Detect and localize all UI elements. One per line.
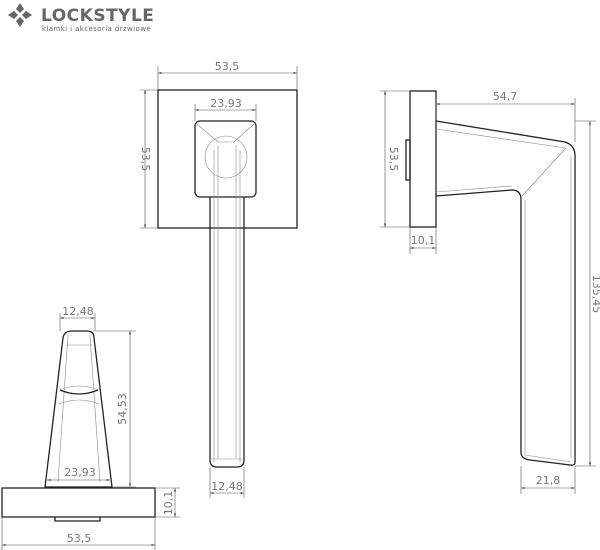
side-tip-width-label: 21,8 xyxy=(536,474,561,487)
top-height-label: 54,53 xyxy=(116,393,129,425)
front-view: 53,5 53,5 23,93 12,48 xyxy=(139,60,298,498)
top-base-width-label: 23,93 xyxy=(64,466,96,479)
side-view: 54,7 53,5 10,1 135,45 21,8 xyxy=(380,90,600,494)
diamond-logo-icon xyxy=(8,3,32,27)
top-tip-width-label: 12,48 xyxy=(62,305,94,318)
top-view: 12,48 54,53 23,93 10,1 53,5 xyxy=(1,305,180,550)
front-inner-width-label: 23,93 xyxy=(210,97,242,110)
top-rosette-depth-label: 10,1 xyxy=(162,491,175,516)
top-rosette-width-label: 53,5 xyxy=(67,532,92,545)
side-rosette-height-label: 53,5 xyxy=(387,147,400,172)
logo-tagline: klamki i akcesoria drzwiowe xyxy=(42,25,151,33)
logo-name: LOCKSTYLE xyxy=(41,6,154,26)
front-height-label: 53,5 xyxy=(139,147,152,172)
front-width-label: 53,5 xyxy=(215,60,240,73)
lockstyle-logo: LOCKSTYLE klamki i akcesoria drzwiowe xyxy=(8,3,154,33)
front-shank-width-label: 12,48 xyxy=(211,480,243,493)
side-total-length-label: 135,45 xyxy=(590,275,600,314)
side-projection-label: 54,7 xyxy=(493,90,518,103)
side-rosette-depth-label: 10,1 xyxy=(411,234,436,247)
